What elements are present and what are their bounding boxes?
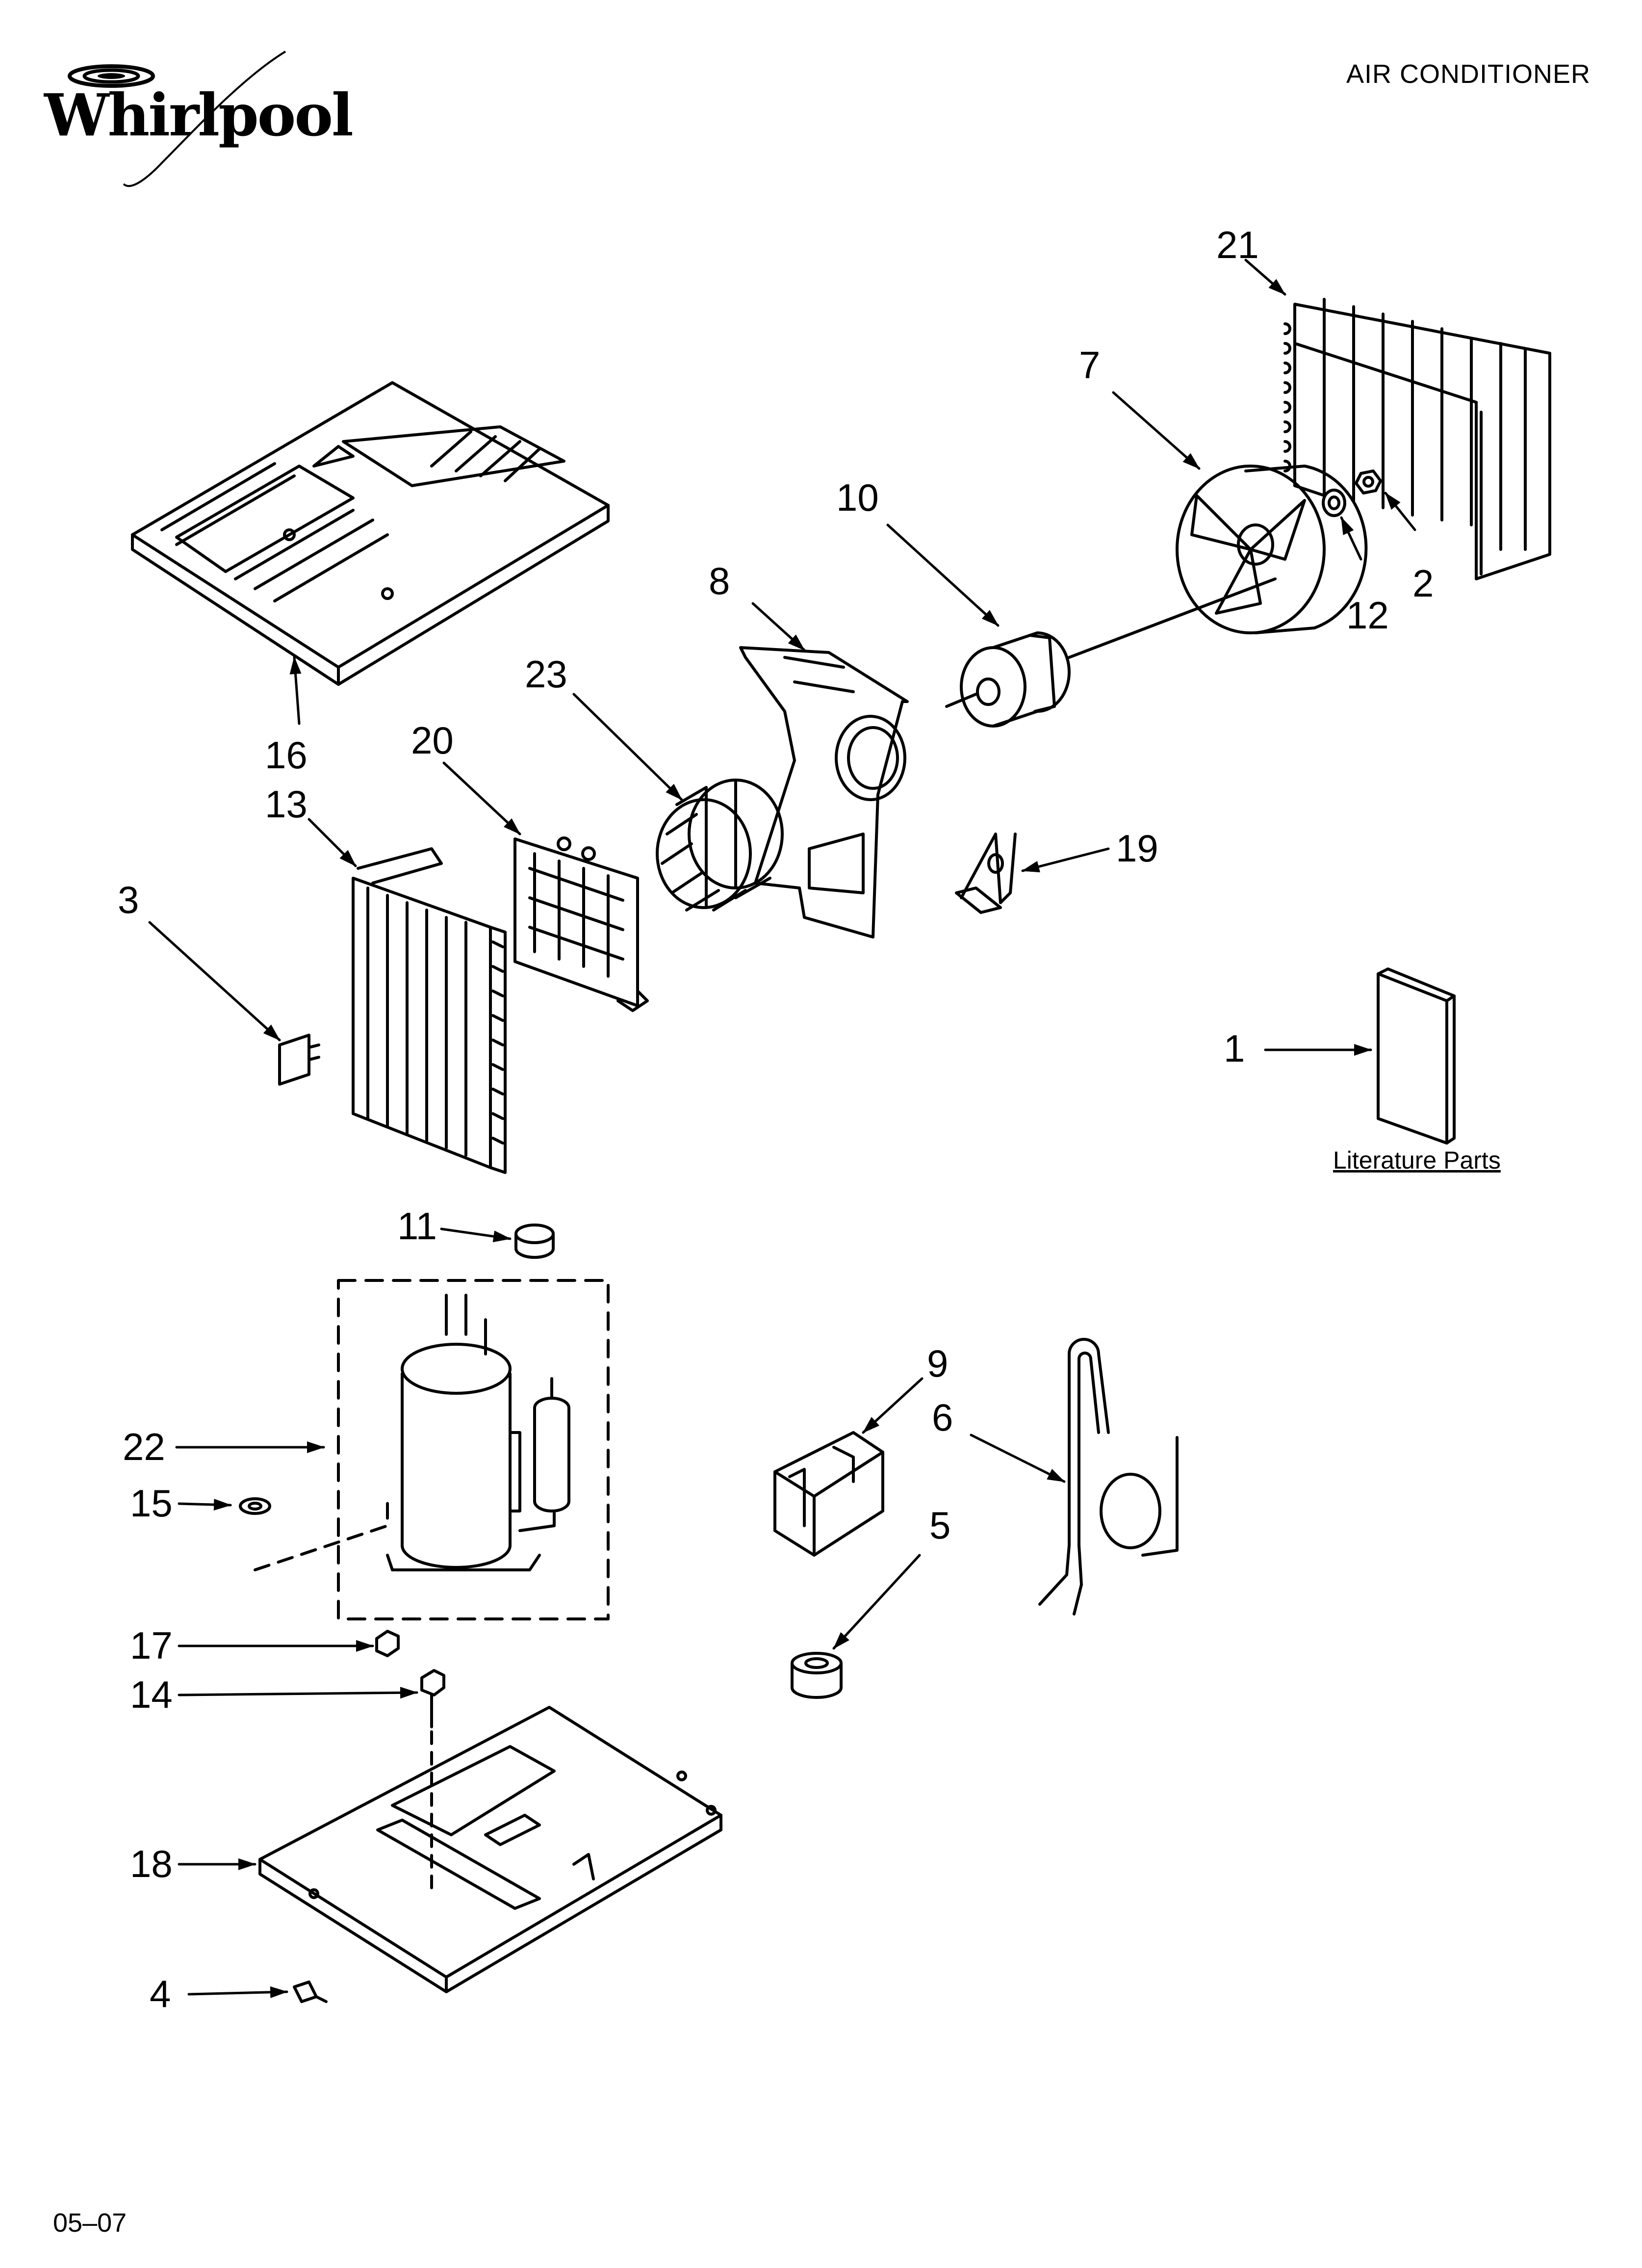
- part-11-cap: [514, 1224, 555, 1259]
- part-19-bracket: [955, 833, 1017, 914]
- part-12-washer: [1322, 489, 1346, 517]
- callout-1: 1: [1224, 1027, 1245, 1070]
- callout-8: 8: [709, 559, 730, 602]
- leader-3: [148, 921, 281, 1042]
- leader-19: [1021, 847, 1110, 873]
- product-title: AIR CONDITIONER: [1346, 59, 1591, 89]
- leader-15: [178, 1499, 232, 1511]
- callout-20: 20: [411, 719, 454, 762]
- leader-7: [1112, 391, 1201, 470]
- callout-22: 22: [123, 1425, 165, 1468]
- callout-10: 10: [836, 476, 879, 519]
- callout-11: 11: [397, 1204, 437, 1248]
- leader-10: [886, 523, 1000, 627]
- part-5-grommet: [791, 1652, 843, 1699]
- callout-18: 18: [130, 1842, 173, 1885]
- callout-5: 5: [929, 1504, 951, 1547]
- mount-guide-line: [254, 1500, 389, 1571]
- callout-4: 4: [150, 1972, 171, 2015]
- revision-code: 05–07: [53, 2208, 127, 2238]
- part-1-literature: [1377, 967, 1456, 1145]
- leader-13: [308, 818, 357, 867]
- part-4-clip: [293, 1981, 328, 2003]
- part-23-blower-wheel: [656, 779, 784, 912]
- callout-6: 6: [932, 1396, 953, 1439]
- leader-12: [1340, 516, 1362, 561]
- logo-swirl-icon: [68, 51, 286, 187]
- callout-7: 7: [1079, 343, 1101, 387]
- part-6-thermistor: [1038, 1338, 1179, 1616]
- part-14-bolt: [420, 1669, 445, 1895]
- callout-16: 16: [265, 733, 308, 777]
- literature-parts-label: Literature Parts: [1333, 1147, 1501, 1174]
- leader-21: [1244, 259, 1286, 296]
- part-20-heater: [513, 836, 649, 1012]
- callout-9: 9: [927, 1342, 949, 1385]
- leader-2: [1384, 492, 1416, 531]
- part-17-nut: [375, 1630, 400, 1657]
- part-16-top-cover: [131, 381, 610, 686]
- leader-14: [178, 1687, 418, 1699]
- leader-5: [832, 1554, 921, 1650]
- leader-11: [440, 1227, 512, 1243]
- callout-13: 13: [265, 782, 308, 826]
- callout-19: 19: [1116, 827, 1158, 870]
- part-18-base-pan: [258, 1706, 722, 1993]
- callout-15: 15: [130, 1482, 173, 1525]
- part-3-terminal-bracket: [278, 1034, 320, 1086]
- leader-lines: [148, 259, 1416, 1998]
- part-2-nut: [1355, 469, 1382, 495]
- leader-20: [442, 761, 521, 835]
- part-13-evaporator-coil: [352, 847, 507, 1174]
- part-7-condenser-fan: [1176, 465, 1368, 634]
- leader-8: [751, 602, 806, 652]
- callout-21: 21: [1216, 223, 1259, 266]
- part-22-compressor: [337, 1279, 610, 1620]
- callout-14: 14: [130, 1673, 173, 1716]
- part-8-blower-housing: [739, 646, 909, 938]
- callout-2: 2: [1412, 562, 1434, 605]
- brand-wordmark: Whirlpool: [44, 81, 354, 149]
- leader-23: [572, 693, 683, 801]
- whirlpool-logo: [30, 49, 325, 196]
- part-9-terminal-cover: [773, 1431, 884, 1557]
- part-15-grommet: [239, 1497, 271, 1515]
- callout-17: 17: [130, 1624, 173, 1667]
- callout-23: 23: [525, 652, 567, 696]
- leader-16: [289, 656, 302, 725]
- part-10-fan-motor: [945, 577, 1277, 728]
- part-21-condenser-coil: [1283, 298, 1551, 580]
- callout-12: 12: [1346, 594, 1389, 637]
- callout-3: 3: [118, 878, 139, 921]
- leader-9: [862, 1377, 924, 1434]
- leader-6: [970, 1434, 1066, 1483]
- leader-4: [187, 1986, 288, 1998]
